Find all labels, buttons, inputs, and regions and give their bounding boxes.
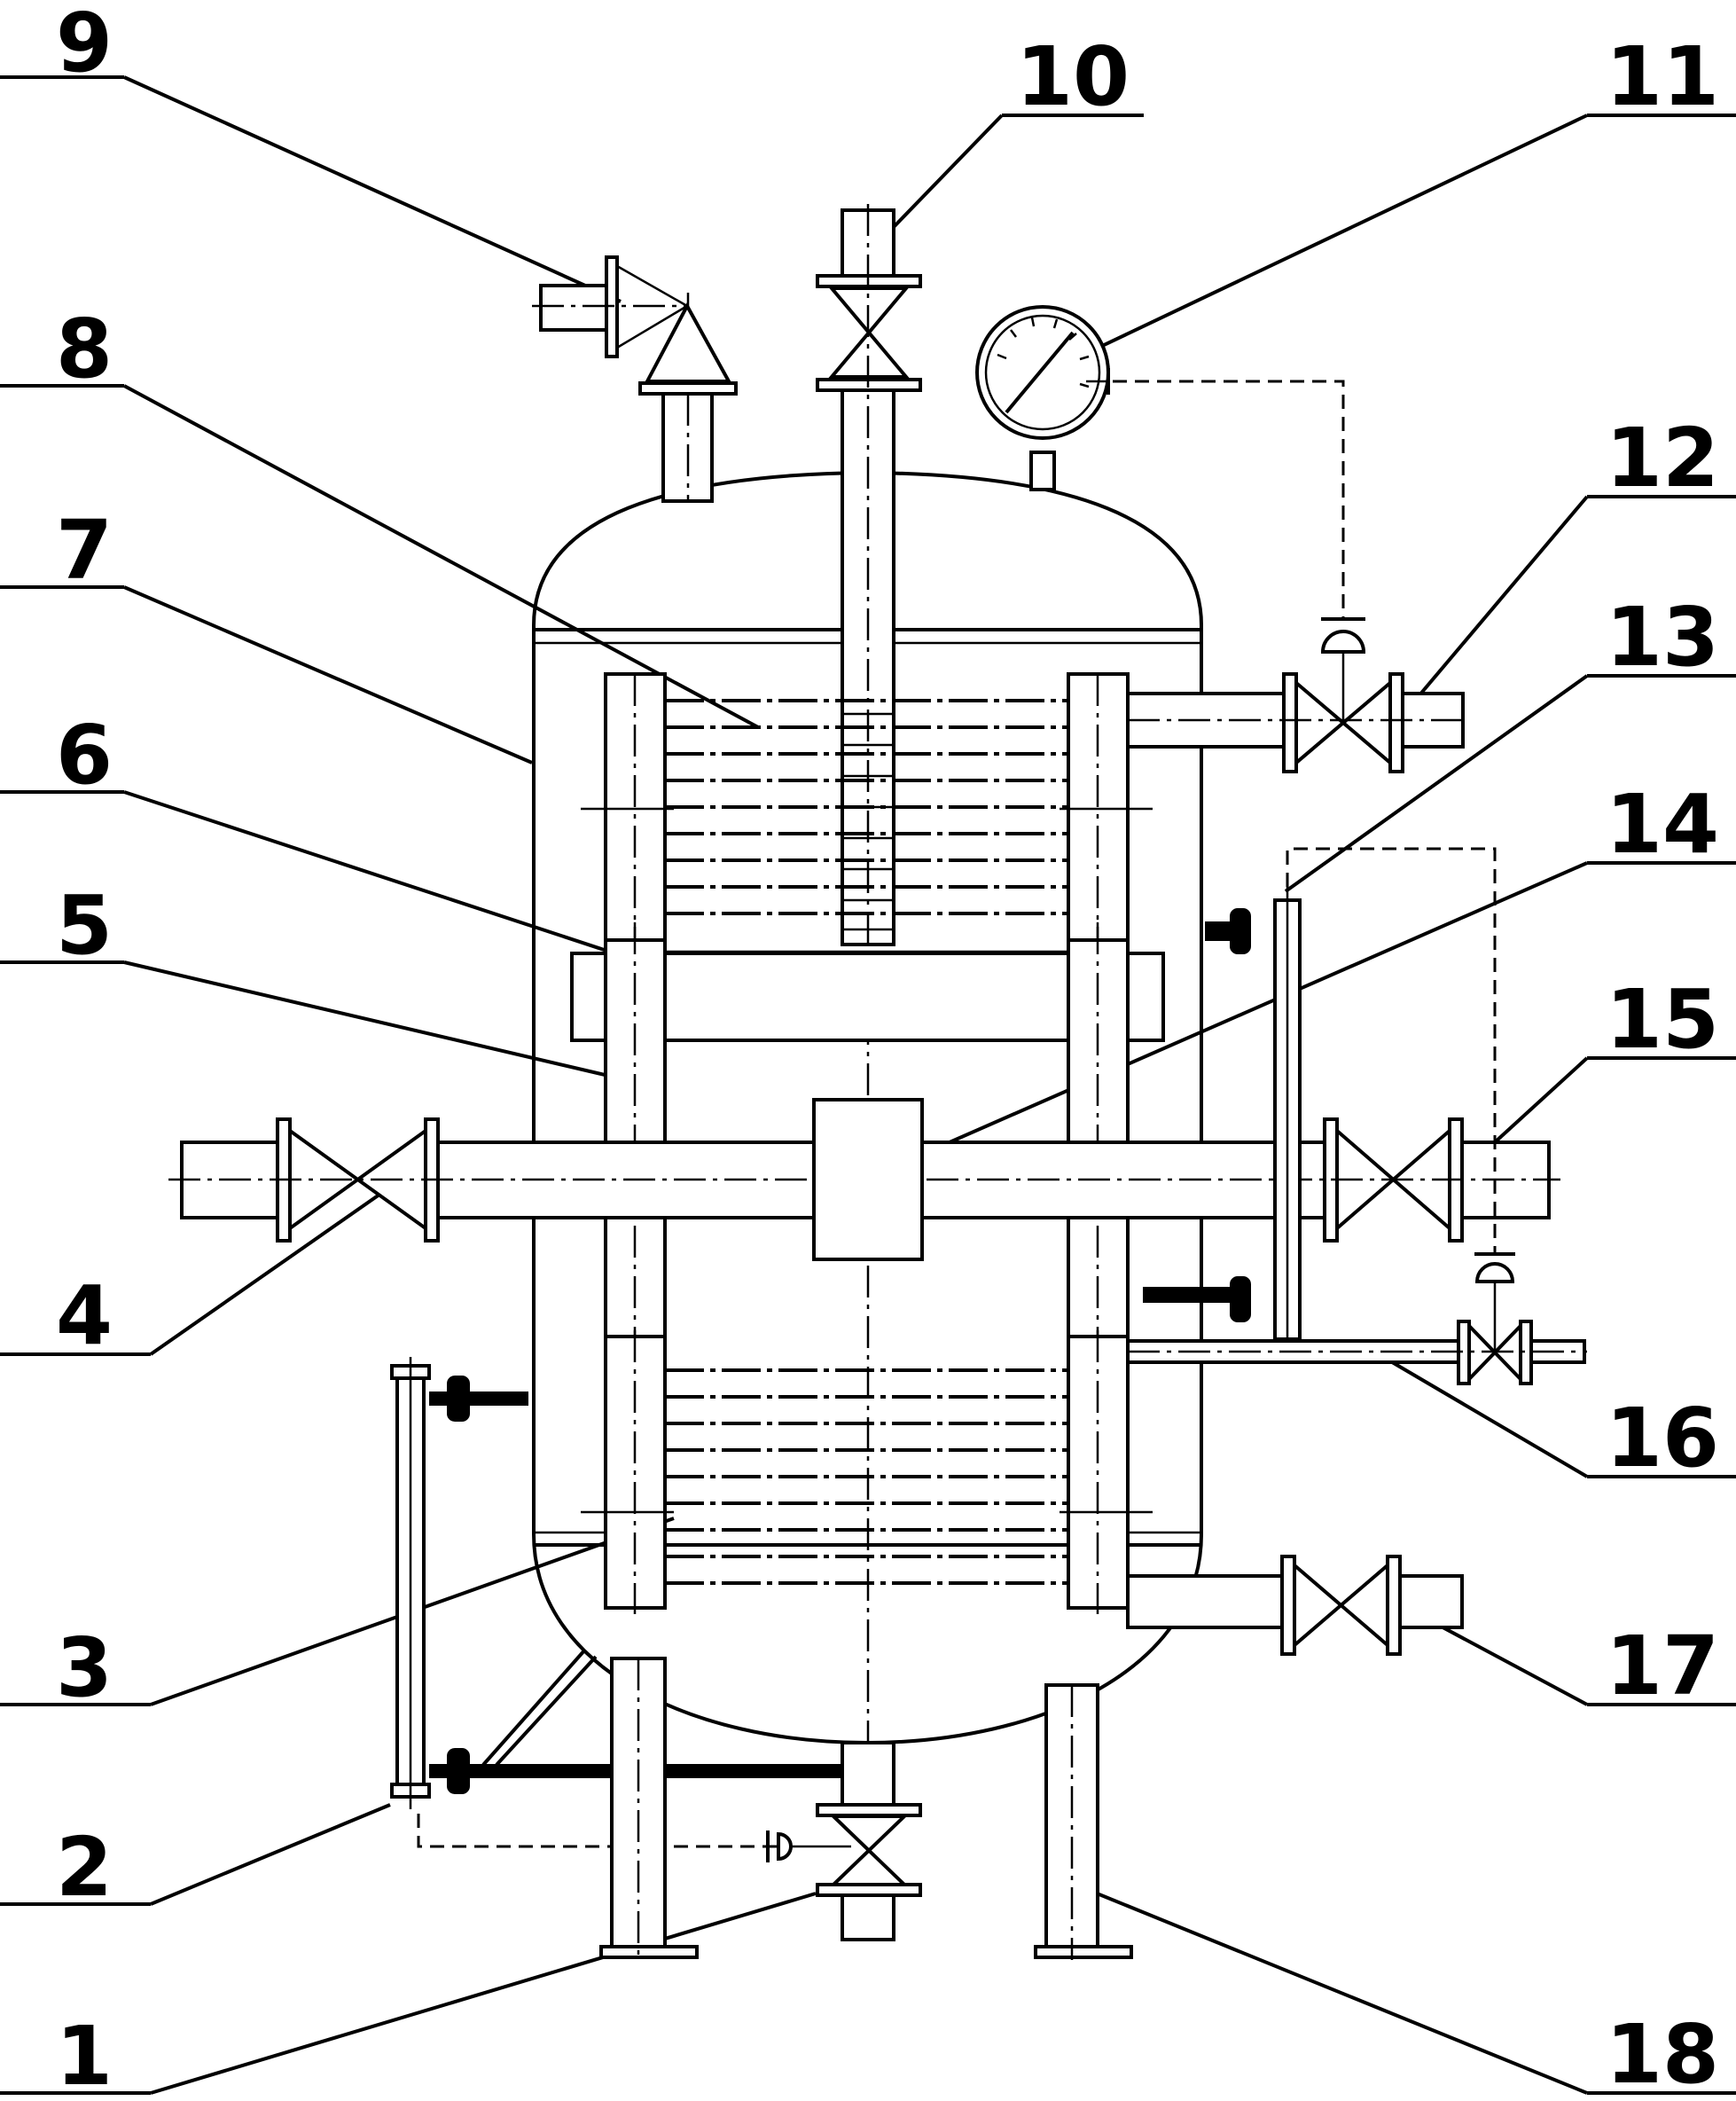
leader-7 [0,585,533,764]
label-9: 9 [56,0,113,90]
main-horizontal-pipe [168,1098,1560,1261]
lower-tube-bundle [581,1330,1153,1614]
leader-11 [1045,114,1736,374]
baffle-plate [570,950,1165,1042]
vertical-headers [604,922,1130,1357]
level-gauge-tube [1143,887,1302,1352]
mixing-box [812,1098,924,1261]
upper-right-outlet [1126,617,1465,773]
small-right-pipe [1126,1252,1587,1385]
top-inlet-pipe [816,204,922,1925]
label-5: 5 [56,878,113,973]
pressure-gauge [975,305,1110,491]
leader-8 [0,384,759,729]
leader-14 [864,861,1736,1181]
leader-4 [0,1182,396,1356]
label-10: 10 [1016,29,1130,124]
label-7: 7 [56,503,113,598]
label-11: 11 [1606,29,1719,124]
leader-9 [0,75,622,303]
label-4: 4 [56,1268,113,1363]
label-8: 8 [56,302,113,396]
leader-13 [1284,674,1736,893]
label-2: 2 [56,1820,113,1915]
bottom-drain [766,1741,922,1941]
label-3: 3 [56,1620,113,1715]
lower-right-outlet [1126,1555,1464,1656]
label-14: 14 [1606,777,1719,872]
leader-10 [863,114,1144,259]
label-18: 18 [1606,2007,1719,2101]
label-16: 16 [1606,1391,1719,1486]
label-6: 6 [56,708,113,803]
leader-1 [0,1892,817,2095]
leader-18 [1085,1887,1736,2095]
label-13: 13 [1606,590,1719,685]
leader-12 [1417,495,1736,698]
leader-16 [1381,1355,1736,1478]
upper-tube-bundle [581,672,1153,942]
part-labels: 9 8 7 6 5 4 3 2 1 10 11 12 13 14 15 16 1… [56,0,1719,2101]
label-1: 1 [56,2009,113,2101]
leader-5 [0,960,644,1086]
signal-lines [417,380,1497,1848]
support-legs [599,1657,1133,1960]
pipe-ribs [842,712,894,931]
vent-nozzle [532,255,738,503]
label-15: 15 [1606,972,1719,1067]
left-side-pipe [390,1357,848,1809]
label-17: 17 [1606,1619,1719,1713]
label-12: 12 [1606,411,1719,506]
leader-2 [0,1803,391,1906]
